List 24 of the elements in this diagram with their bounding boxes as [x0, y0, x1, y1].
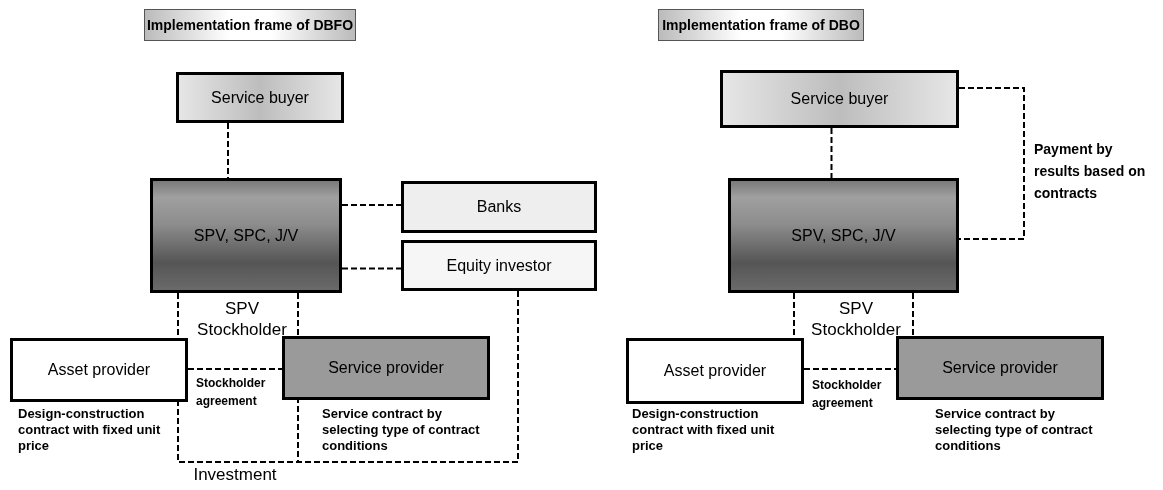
investor-box: Equity investor [401, 240, 597, 291]
contract-note: Service contract by selecting type of contract conditions [322, 406, 481, 454]
banks-box: Banks [401, 181, 597, 233]
connector-line [912, 292, 914, 337]
title-box: Implementation frame of DBFO [144, 9, 356, 41]
service-buyer-box: Service buyer [720, 70, 959, 128]
connector-line [803, 368, 897, 370]
service-buyer-box: Service buyer [176, 72, 344, 123]
connector-line [297, 292, 299, 337]
service-provider-box: Service provider [896, 336, 1104, 400]
connector-line [187, 368, 283, 370]
contract-note: Service contract by selecting type of contract conditions [935, 406, 1094, 454]
connector-line [958, 87, 1025, 240]
connector-line [830, 127, 833, 179]
spv-box: SPV, SPC, J/V [728, 178, 959, 293]
asset-provider-box: Asset provider [10, 338, 188, 402]
service-provider-box: Service provider [282, 336, 490, 400]
contract-note: Design-construction contract with fixed unit price [632, 406, 776, 454]
connector-line [341, 204, 402, 206]
spv-box: SPV, SPC, J/V [150, 178, 342, 293]
asset-provider-box: Asset provider [626, 338, 804, 404]
title-box: Implementation frame of DBO [658, 9, 864, 41]
contract-note: Design-construction contract with fixed unit price [18, 406, 162, 454]
connector-line [341, 267, 402, 270]
